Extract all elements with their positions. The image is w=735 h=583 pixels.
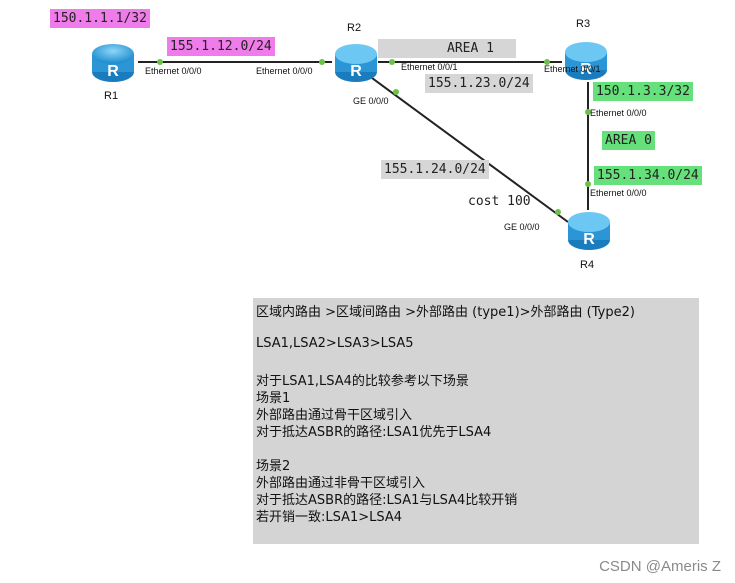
port-dot xyxy=(319,59,325,65)
area1-label: AREA 1 xyxy=(378,39,516,58)
port-dot xyxy=(544,59,550,65)
r2-eth001-label: Ethernet 0/0/1 xyxy=(401,62,458,72)
router-r3-icon[interactable]: R xyxy=(563,38,609,82)
r1-loopback-label: 150.1.1.1/32 xyxy=(50,9,150,28)
r2-eth000-label: Ethernet 0/0/0 xyxy=(256,66,313,76)
r2-ge000-label: GE 0/0/0 xyxy=(353,96,389,106)
port-dot xyxy=(157,59,163,65)
note-line-scenario2-tie: 若开销一致:LSA1>LSA4 xyxy=(256,510,403,525)
note-line-scenario2-desc: 外部路由通过非骨干区域引入 xyxy=(256,476,426,491)
net-24-label: 155.1.24.0/24 xyxy=(381,160,489,179)
topology-diagram xyxy=(138,59,591,223)
port-dot xyxy=(389,59,395,65)
r3-eth000-label: Ethernet 0/0/0 xyxy=(590,108,647,118)
port-dot xyxy=(555,209,561,215)
link-r2-r4 xyxy=(371,77,569,223)
router-r4-icon[interactable]: R xyxy=(566,208,612,252)
port-dot xyxy=(393,89,399,95)
r1-eth000-label: Ethernet 0/0/0 xyxy=(145,66,202,76)
svg-text:R: R xyxy=(350,63,362,80)
note-line-scenario1-desc: 外部路由通过骨干区域引入 xyxy=(256,408,413,423)
svg-text:R: R xyxy=(107,63,119,80)
net-23-label: 155.1.23.0/24 xyxy=(425,74,533,93)
note-line-scenario1: 场景1 xyxy=(256,391,291,406)
note-line-route-priority: 区域内路由 >区域间路由 >外部路由 (type1)>外部路由 (Type2) xyxy=(256,305,635,320)
router-name-r3: R3 xyxy=(576,18,591,30)
note-line-lsa-order: LSA1,LSA2>LSA3>LSA5 xyxy=(256,336,414,351)
port-dot xyxy=(585,109,591,115)
r3-loopback-label: 150.1.3.3/32 xyxy=(593,82,693,101)
router-name-r2: R2 xyxy=(347,22,362,34)
router-r2-icon[interactable]: R xyxy=(333,40,379,84)
r4-eth000-label: Ethernet 0/0/0 xyxy=(590,188,647,198)
note-line-scenario2-rule: 对于抵达ASBR的路径:LSA1与LSA4比较开销 xyxy=(256,493,518,508)
net-12-label: 155.1.12.0/24 xyxy=(167,37,275,56)
notes-panel: 区域内路由 >区域间路由 >外部路由 (type1)>外部路由 (Type2) … xyxy=(253,298,699,544)
r3-eth001-label: Ethernet 0/0/1 xyxy=(544,64,601,74)
net-34-label: 155.1.34.0/24 xyxy=(594,166,702,185)
svg-text:R: R xyxy=(580,61,592,78)
area1-text: AREA 1 xyxy=(447,41,494,56)
svg-text:R: R xyxy=(583,231,595,248)
router-r1-icon[interactable]: R xyxy=(90,40,136,84)
watermark: CSDN @Ameris Z xyxy=(599,558,721,575)
area0-label: AREA 0 xyxy=(602,131,655,150)
router-name-r1: R1 xyxy=(104,90,119,102)
port-dot xyxy=(585,181,591,187)
router-name-r4: R4 xyxy=(580,259,595,271)
r4-ge000-label: GE 0/0/0 xyxy=(504,222,540,232)
note-line-compare-intro: 对于LSA1,LSA4的比较参考以下场景 xyxy=(256,374,469,389)
note-line-scenario1-rule: 对于抵达ASBR的路径:LSA1优先于LSA4 xyxy=(256,425,492,440)
note-line-scenario2: 场景2 xyxy=(256,459,291,474)
cost-label: cost 100 xyxy=(468,194,531,209)
